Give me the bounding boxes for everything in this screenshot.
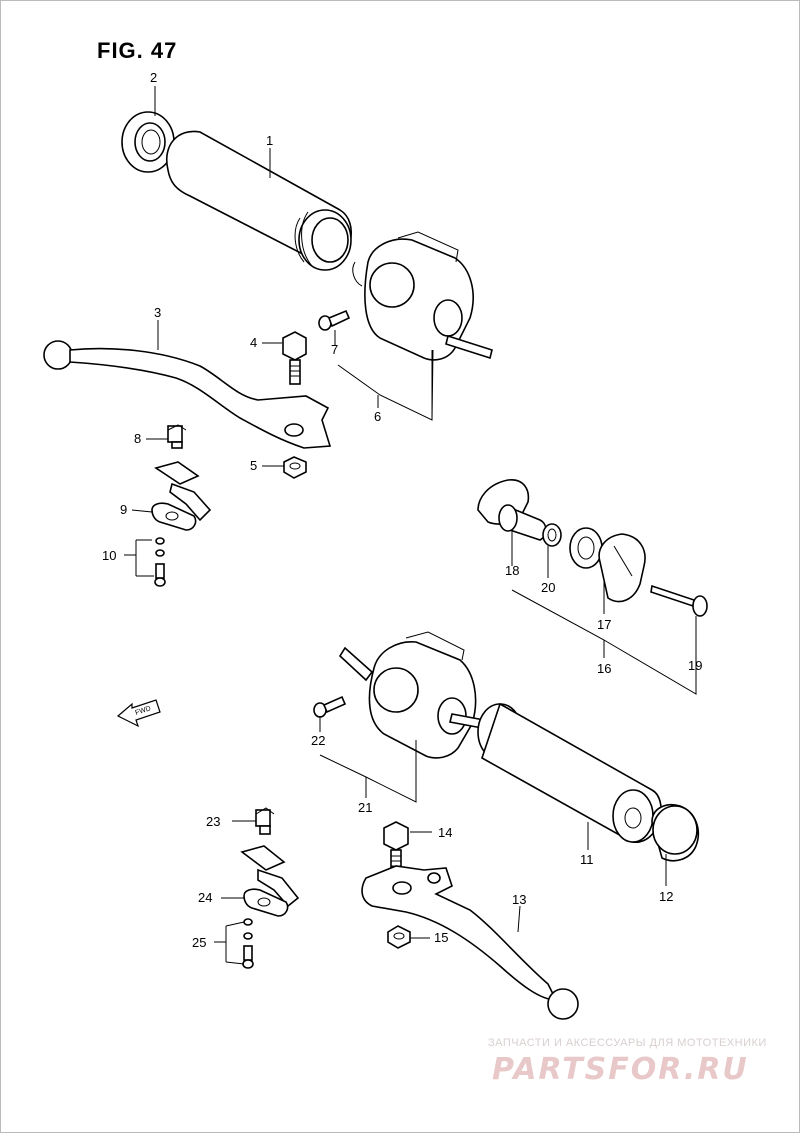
part-20-washer [542, 523, 562, 547]
part-11-left-grip [477, 702, 662, 843]
part-7-screw [318, 309, 351, 331]
label-22: 22 [311, 733, 325, 748]
label-23: 23 [206, 814, 220, 829]
label-10: 10 [102, 548, 116, 563]
label-11: 11 [580, 852, 594, 867]
part-24-bracket [240, 845, 300, 917]
label-6: 6 [374, 409, 381, 424]
label-24: 24 [198, 890, 212, 905]
watermark-logo: PARTSFOR.RU [492, 1052, 749, 1087]
label-7: 7 [331, 342, 338, 357]
label-16: 16 [597, 661, 611, 676]
part-5-nut [283, 456, 307, 479]
fwd-label: FWD [134, 705, 151, 717]
label-13: 13 [512, 892, 526, 907]
part-1-throttle-grip [165, 130, 352, 271]
label-5: 5 [250, 458, 257, 473]
part-14-bolt [383, 821, 409, 873]
part-23-switch [255, 807, 275, 835]
label-20: 20 [541, 580, 555, 595]
leader-lines [124, 86, 697, 965]
label-25: 25 [192, 935, 206, 950]
part-12-end-cap [651, 804, 700, 862]
label-8: 8 [134, 431, 141, 446]
label-19: 19 [688, 658, 702, 673]
watermark-tagline: ЗАПЧАСТИ И АКСЕССУАРЫ ДЛЯ МОТОТЕХНИКИ [488, 1037, 767, 1049]
part-21-left-switch-housing [338, 631, 485, 759]
part-9-bracket [151, 461, 212, 531]
label-3: 3 [154, 305, 161, 320]
label-21: 21 [358, 800, 372, 815]
label-17: 17 [597, 617, 611, 632]
label-14: 14 [438, 825, 452, 840]
part-labels: 2 1 3 4 7 6 8 5 9 10 18 20 17 16 19 22 2… [102, 70, 702, 950]
label-18: 18 [505, 563, 519, 578]
part-8-switch [167, 424, 187, 449]
part-6-right-switch-housing [352, 231, 493, 361]
fwd-direction-arrow: FWD [116, 699, 161, 728]
part-15-nut [387, 925, 411, 949]
part-10-screw-set [154, 537, 166, 587]
figure-title: FIG. 47 [97, 38, 178, 63]
part-4-bolt [282, 331, 307, 385]
part-22-screw [313, 695, 347, 718]
part-17-knob-assembly [569, 527, 646, 603]
part-18-holder [477, 479, 547, 541]
label-2: 2 [150, 70, 157, 85]
part-3-brake-lever [43, 340, 332, 449]
part-2-ring [121, 111, 175, 173]
part-25-screw-set [242, 918, 254, 969]
part-13-clutch-lever [361, 865, 579, 1020]
label-1: 1 [266, 133, 273, 148]
label-9: 9 [120, 502, 127, 517]
label-15: 15 [434, 930, 448, 945]
part-19-screw [650, 584, 708, 617]
label-12: 12 [659, 889, 673, 904]
label-4: 4 [250, 335, 257, 350]
